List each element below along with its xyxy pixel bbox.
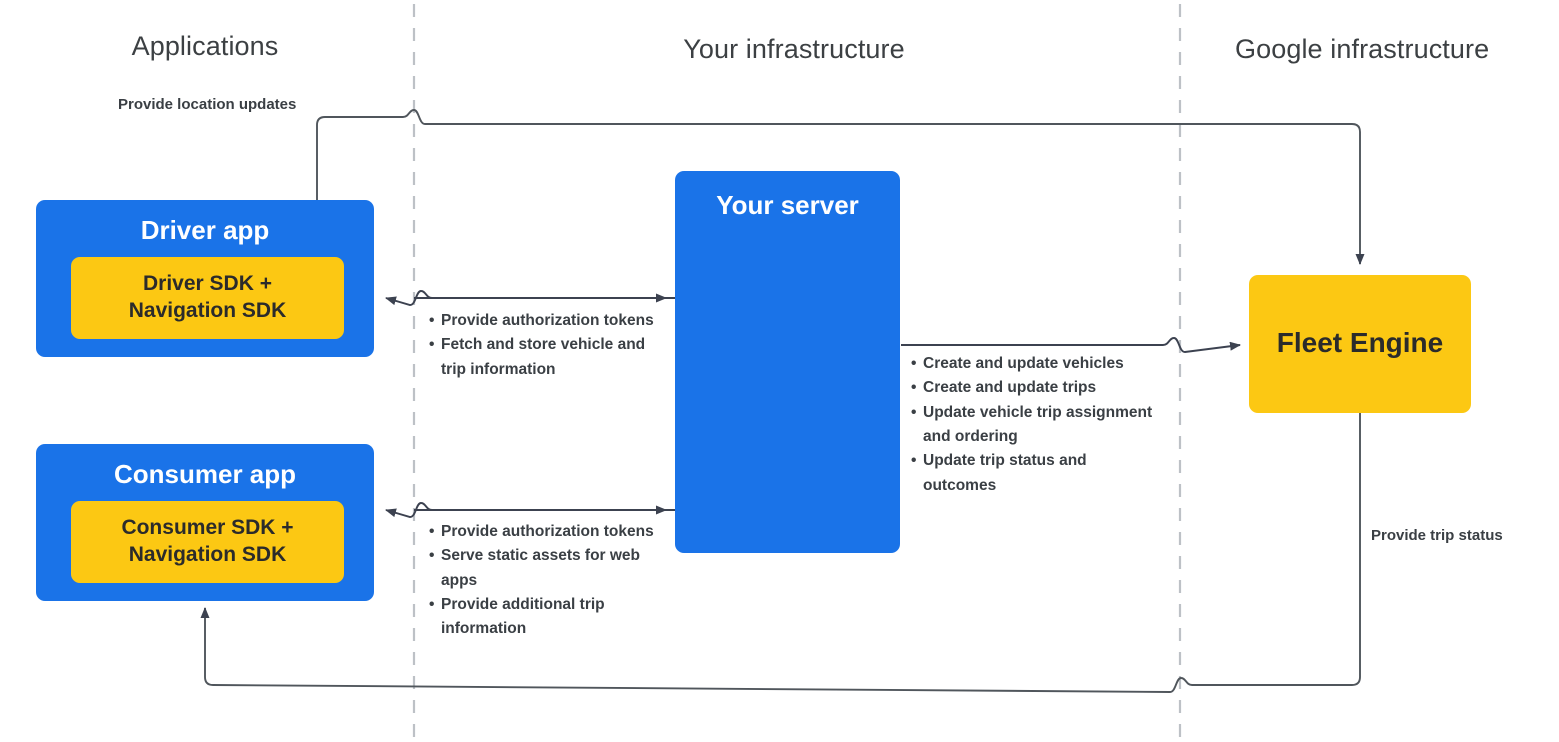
node-fleet-engine-title: Fleet Engine — [1276, 327, 1444, 358]
node-consumer-sdk-line2: Navigation SDK — [128, 542, 287, 566]
bullet-item: Fetch and store vehicle and trip informa… — [429, 333, 656, 382]
node-driver-sdk-line1: Driver SDK + — [143, 272, 272, 295]
node-consumer-sdk-line1: Consumer SDK + — [121, 516, 294, 539]
bullet-item: Serve static assets for web apps — [429, 544, 656, 593]
column-header-applications: Applications — [131, 31, 279, 61]
bullet-item: Update vehicle trip assignment and order… — [911, 401, 1166, 450]
bullet-item: Provide authorization tokens — [429, 309, 656, 334]
column-header-google-infrastructure: Google infrastructure — [1235, 34, 1490, 64]
label-provide-location-updates: Provide location updates — [118, 96, 297, 113]
bullets-server-to-fleet: Create and update vehicles Create and up… — [911, 352, 1166, 498]
node-driver-sdk[interactable]: Driver SDK + Navigation SDK — [71, 257, 344, 339]
node-consumer-app[interactable]: Consumer app Consumer SDK + Navigation S… — [36, 444, 374, 601]
node-driver-sdk-line2: Navigation SDK — [128, 298, 287, 322]
bullet-item: Update trip status and outcomes — [911, 449, 1148, 498]
node-consumer-sdk-label: Consumer SDK + Navigation SDK — [71, 515, 344, 568]
node-your-server-title: Your server — [716, 190, 859, 220]
node-driver-app-title: Driver app — [140, 215, 270, 245]
bullet-item: Create and update vehicles — [911, 352, 1166, 377]
edge-trip-status — [200, 413, 1361, 693]
bullet-item: Provide authorization tokens — [429, 520, 656, 545]
node-consumer-sdk[interactable]: Consumer SDK + Navigation SDK — [71, 501, 344, 583]
bullet-item: Create and update trips — [911, 376, 1166, 401]
node-driver-sdk-label: Driver SDK + Navigation SDK — [71, 271, 344, 324]
node-consumer-app-title: Consumer app — [113, 459, 297, 489]
node-fleet-engine[interactable]: Fleet Engine — [1249, 275, 1471, 413]
node-driver-app[interactable]: Driver app Driver SDK + Navigation SDK — [36, 200, 374, 357]
edge-location-updates — [316, 109, 1365, 265]
bullets-driver-to-server: Provide authorization tokens Fetch and s… — [429, 309, 656, 382]
column-header-your-infrastructure: Your infrastructure — [683, 34, 905, 64]
bullets-consumer-to-server: Provide authorization tokens Serve stati… — [429, 520, 656, 642]
bullet-item: Provide additional trip information — [429, 593, 656, 642]
edge-server-to-fleet — [901, 337, 1241, 353]
label-provide-trip-status: Provide trip status — [1371, 527, 1503, 544]
node-your-server[interactable]: Your server — [675, 171, 900, 553]
